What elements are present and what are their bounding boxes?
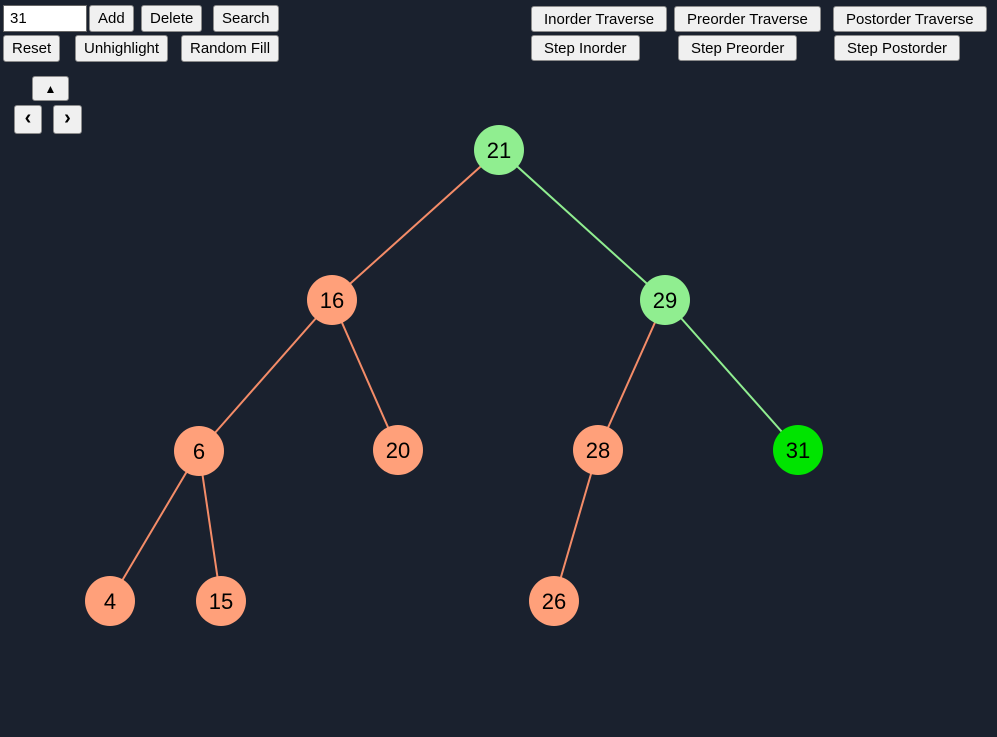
pan-left-button[interactable]: ‹ [14, 105, 42, 134]
tree-node-6: 6 [174, 426, 224, 476]
tree-node-value: 29 [653, 288, 677, 313]
pan-up-button[interactable]: ▲ [32, 76, 69, 101]
tree-node-circle [196, 576, 246, 626]
delete-button[interactable]: Delete [141, 5, 203, 32]
step-postorder-button[interactable]: Step Postorder [834, 35, 961, 61]
tree-edge-29-31 [664, 299, 799, 451]
tree-node-circle [474, 125, 524, 175]
tree-edge-6-4 [109, 450, 200, 602]
tree-node-value: 15 [209, 589, 233, 614]
tree-node-value: 16 [320, 288, 344, 313]
pan-right-button[interactable]: › [53, 105, 82, 134]
value-input[interactable] [3, 5, 87, 32]
tree-node-21: 21 [474, 125, 524, 175]
tree-node-28: 28 [573, 425, 623, 475]
tree-node-value: 21 [487, 138, 511, 163]
tree-node-15: 15 [196, 576, 246, 626]
tree-edge-28-26 [553, 449, 599, 602]
add-button[interactable]: Add [89, 5, 134, 32]
tree-node-circle [373, 425, 423, 475]
up-arrow-icon: ▲ [44, 81, 57, 96]
tree-node-value: 4 [104, 589, 116, 614]
inorder-traverse-button[interactable]: Inorder Traverse [531, 6, 668, 32]
tree-node-value: 31 [786, 438, 810, 463]
tree-node-value: 6 [193, 439, 205, 464]
tree-node-circle [573, 425, 623, 475]
tree-edge-21-29 [498, 149, 666, 301]
tree-node-31: 31 [773, 425, 823, 475]
chevron-right-icon: › [64, 107, 71, 129]
tree-node-26: 26 [529, 576, 579, 626]
tree-edge-21-16 [331, 149, 500, 301]
tree-edge-16-6 [198, 299, 333, 452]
tree-node-value: 26 [542, 589, 566, 614]
tree-node-circle [773, 425, 823, 475]
tree-node-circle [85, 576, 135, 626]
random-fill-button[interactable]: Random Fill [181, 35, 280, 62]
tree-node-value: 28 [586, 438, 610, 463]
tree-node-16: 16 [307, 275, 357, 325]
tree-node-circle [174, 426, 224, 476]
search-button[interactable]: Search [213, 5, 279, 32]
tree-edge-16-20 [331, 299, 399, 451]
tree-edge-29-28 [597, 299, 666, 451]
tree-node-value: 20 [386, 438, 410, 463]
tree-node-circle [529, 576, 579, 626]
unhighlight-button[interactable]: Unhighlight [75, 35, 169, 62]
tree-node-circle [640, 275, 690, 325]
tree-node-20: 20 [373, 425, 423, 475]
chevron-left-icon: ‹ [24, 107, 32, 129]
step-preorder-button[interactable]: Step Preorder [678, 35, 798, 61]
step-inorder-button[interactable]: Step Inorder [531, 35, 640, 61]
tree-node-29: 29 [640, 275, 690, 325]
tree-node-4: 4 [85, 576, 135, 626]
preorder-traverse-button[interactable]: Preorder Traverse [674, 6, 821, 32]
reset-button[interactable]: Reset [3, 35, 61, 62]
postorder-traverse-button[interactable]: Postorder Traverse [833, 6, 987, 32]
tree-edge-6-15 [198, 450, 222, 602]
tree-node-circle [307, 275, 357, 325]
